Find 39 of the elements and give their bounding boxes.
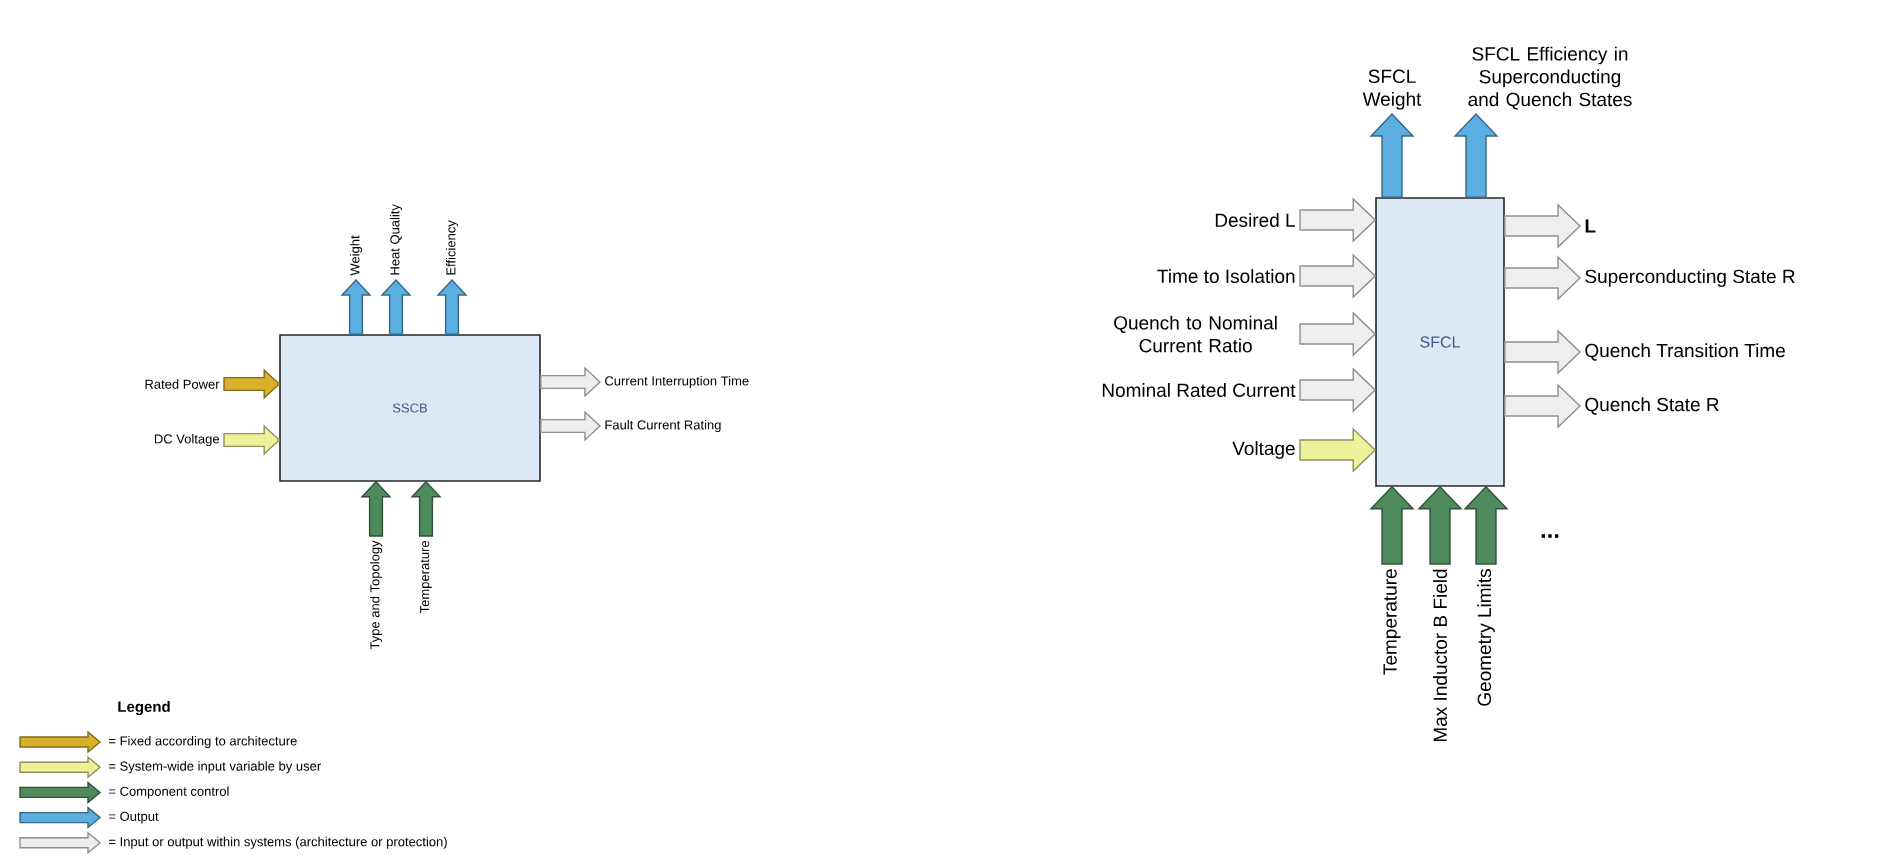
block-arrow: [1453, 113, 1499, 198]
block-box: SFCL: [1375, 197, 1505, 487]
block-arrow: [360, 480, 392, 537]
block-arrow: [223, 424, 281, 456]
block-arrow: [1504, 383, 1582, 429]
block-arrow: [1299, 427, 1377, 473]
block-arrow: [410, 480, 442, 537]
block-arrow: [223, 368, 281, 400]
ellipsis: ...: [1541, 534, 1559, 538]
arrow-label: Time to Isolation: [1157, 269, 1295, 283]
arrow-label: Voltage: [1232, 441, 1295, 459]
block-arrow: [1504, 329, 1582, 375]
arrow-label: Nominal Rated Current: [1102, 383, 1296, 397]
arrow-label: Geometry Limits: [1477, 569, 1495, 706]
block-arrow: [540, 366, 602, 398]
block-arrow: [1369, 113, 1415, 198]
arrow-label: L: [1585, 219, 1596, 233]
arrow-label: SFCL Weight: [1362, 69, 1422, 110]
arrow-label: SFCL Efficiency in Superconducting and Quench States: [1468, 46, 1632, 110]
block-arrow: [1504, 203, 1582, 249]
block-arrow: [1369, 485, 1415, 565]
arrow-label: Quench Transition Time: [1585, 343, 1785, 361]
block-arrow: [436, 279, 468, 335]
block-arrow: [1299, 367, 1377, 413]
block-arrow: [540, 410, 602, 442]
arrow-label: Superconducting State R: [1585, 269, 1795, 287]
arrow-label: Quench to Nominal Current Ratio: [1114, 315, 1277, 353]
arrow-label: Desired L: [1215, 213, 1295, 227]
block-arrow: [1299, 197, 1377, 243]
block-arrow: [1417, 485, 1463, 565]
block-arrow: [340, 279, 372, 335]
block-arrow: [1299, 253, 1377, 299]
arrow-label: Max Inductor B Field: [1433, 569, 1447, 742]
block-arrow: [1504, 255, 1582, 301]
block-arrow: [380, 279, 412, 335]
block-arrow: [1299, 311, 1377, 357]
arrow-label: Temperature: [1383, 569, 1401, 675]
arrow-label: Quench State R: [1585, 397, 1719, 415]
block-arrow: [1463, 485, 1509, 565]
